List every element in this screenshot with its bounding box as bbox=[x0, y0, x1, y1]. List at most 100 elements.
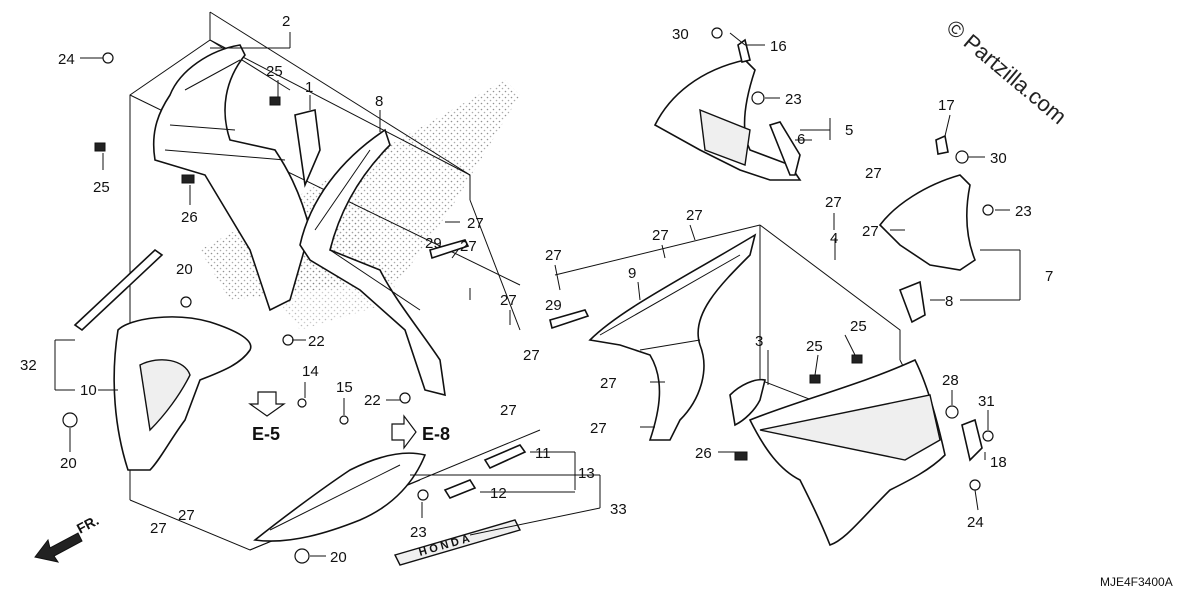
callout-30-right: 30 bbox=[990, 150, 1007, 167]
screw-22-top bbox=[282, 334, 294, 346]
callout-28: 28 bbox=[942, 372, 959, 389]
callout-27-g: 27 bbox=[545, 247, 562, 264]
nut-26-right bbox=[734, 451, 748, 461]
clip-25-left bbox=[94, 142, 106, 152]
bolt-24-right bbox=[969, 479, 981, 491]
callout-33: 33 bbox=[610, 501, 627, 518]
callout-31: 31 bbox=[978, 393, 995, 410]
part-clip-17 bbox=[737, 38, 751, 63]
callout-32: 32 bbox=[20, 357, 37, 374]
callout-11: 10 bbox=[80, 382, 97, 399]
callout-21: 20 bbox=[176, 261, 193, 278]
callout-10: 9 bbox=[628, 265, 636, 282]
callout-labels: 2 24 25 1 8 25 26 27 29 27 27 20 32 10 2… bbox=[20, 13, 1053, 566]
callout-20-left: 20 bbox=[60, 455, 77, 472]
part-inner-cowl-10 bbox=[588, 233, 757, 441]
bolt-31 bbox=[982, 430, 994, 442]
part-strip-32 bbox=[73, 248, 164, 332]
callout-29-b: 29 bbox=[545, 297, 562, 314]
callout-29-a: 29 bbox=[425, 235, 442, 252]
callout-25-right-a: 25 bbox=[850, 318, 867, 335]
callout-22-top: 22 bbox=[308, 333, 325, 350]
callout-27-b: 27 bbox=[460, 238, 477, 255]
callout-12: 11 bbox=[535, 445, 551, 462]
clip-25-right-a bbox=[851, 354, 863, 364]
part-small-cover-8 bbox=[898, 280, 926, 324]
nut-30-right bbox=[955, 150, 969, 164]
callout-30-top: 30 bbox=[672, 26, 689, 43]
callout-27-o: 27 bbox=[862, 223, 879, 240]
leader-lines bbox=[54, 32, 1021, 557]
callout-27-f: 27 bbox=[178, 507, 195, 524]
callout-25-right-b: 25 bbox=[806, 338, 823, 355]
clip-25-right-b bbox=[809, 374, 821, 384]
part-strip-1 bbox=[294, 109, 321, 188]
reference-e8-label: E-8 bbox=[422, 424, 450, 444]
callout-14: 13 bbox=[578, 465, 595, 482]
reference-arrow-e8[interactable]: E-8 bbox=[391, 414, 450, 450]
callout-22-mid: 22 bbox=[364, 392, 381, 409]
nut-26-left bbox=[181, 174, 195, 184]
callout-6: 6 bbox=[797, 131, 805, 148]
callout-16: 15 bbox=[336, 379, 353, 396]
callout-27-c: 27 bbox=[500, 292, 517, 309]
part-inner-panel-9 bbox=[299, 128, 446, 397]
callout-8: 8 bbox=[945, 293, 953, 310]
part-strip-12 bbox=[483, 444, 527, 470]
watermark-text: © Partzilla.com bbox=[942, 15, 1072, 129]
callout-27-l: 27 bbox=[590, 420, 607, 437]
bolt-24-left bbox=[102, 52, 114, 64]
part-strip-29b bbox=[549, 309, 590, 330]
callout-27-a: 27 bbox=[467, 215, 484, 232]
callout-27-h: 27 bbox=[523, 347, 540, 364]
callout-27-k: 27 bbox=[600, 375, 617, 392]
part-strip-29a bbox=[429, 239, 470, 260]
callout-26-left: 26 bbox=[181, 209, 198, 226]
callout-25-top: 25 bbox=[266, 63, 283, 80]
bolt-23-bottom bbox=[417, 489, 429, 501]
callout-13: 12 bbox=[490, 485, 507, 502]
callout-1: 1 bbox=[305, 79, 313, 96]
bolt-21 bbox=[180, 296, 192, 308]
callout-9: 8 bbox=[375, 93, 383, 110]
part-under-cowl-14 bbox=[253, 452, 427, 542]
callout-5: 5 bbox=[845, 122, 853, 139]
nut-23-right bbox=[751, 91, 765, 105]
part-clip-18 bbox=[935, 134, 949, 155]
callout-19: 18 bbox=[990, 454, 1007, 471]
callout-2: 2 bbox=[282, 13, 290, 30]
callout-3: 3 bbox=[755, 333, 763, 350]
callout-25-left: 25 bbox=[93, 179, 110, 196]
part-inner-cowl-7 bbox=[878, 174, 976, 271]
hardware bbox=[62, 27, 994, 564]
callout-23-bottom: 23 bbox=[410, 524, 427, 541]
part-upper-inner-cowl-left bbox=[152, 44, 311, 312]
callout-23-right: 23 bbox=[785, 91, 802, 108]
callout-23-right2: 23 bbox=[1015, 203, 1032, 220]
callout-27-e: 27 bbox=[150, 520, 167, 537]
front-direction-indicator: FR. bbox=[34, 512, 101, 563]
callout-18: 17 bbox=[938, 97, 955, 114]
part-bracket-6 bbox=[768, 121, 801, 176]
screw-16 bbox=[339, 415, 349, 425]
part-lower-cowl-right-4 bbox=[748, 358, 946, 546]
reference-arrow-e5[interactable]: E-5 bbox=[248, 391, 286, 444]
reference-e5-label: E-5 bbox=[252, 424, 280, 444]
callout-27-d: 27 bbox=[500, 402, 517, 419]
callout-7: 7 bbox=[1045, 268, 1053, 285]
part-small-cover-3 bbox=[729, 378, 766, 427]
part-upper-inner-cowl-right-5 bbox=[653, 59, 802, 181]
callout-27-m: 27 bbox=[825, 194, 842, 211]
callout-27-i: 27 bbox=[652, 227, 669, 244]
nut-28 bbox=[945, 405, 959, 419]
screw-22-mid bbox=[399, 392, 411, 404]
grommet-20-bottom bbox=[294, 548, 310, 564]
callout-20-bottom: 20 bbox=[330, 549, 347, 566]
bolt-23-right2 bbox=[982, 204, 994, 216]
callout-15: 14 bbox=[302, 363, 319, 380]
part-lower-cowl-left bbox=[113, 316, 252, 471]
part-strip-13 bbox=[443, 479, 477, 499]
callout-24-right: 24 bbox=[967, 514, 984, 531]
callout-17: 16 bbox=[770, 38, 787, 55]
